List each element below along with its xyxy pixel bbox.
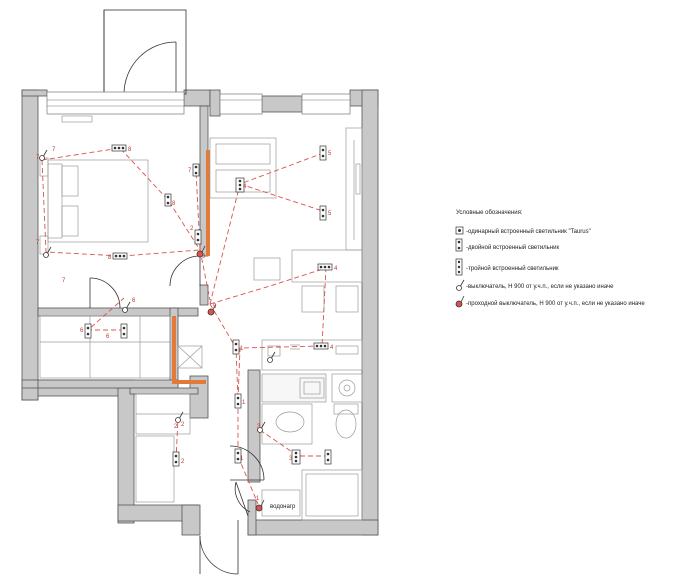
triple-light-icon [111, 144, 127, 152]
circuit-label: 6 [106, 334, 110, 340]
circuit-label: 1 [240, 346, 244, 352]
legend-item-triple: -тройной встроенный светильник [466, 265, 559, 272]
circuit-label: 7 [62, 278, 66, 284]
circuit-label: 7 [52, 147, 56, 153]
legend-title: Условные обозначения: [456, 210, 523, 216]
double-light-icon [164, 193, 172, 207]
switch-icon [175, 411, 184, 423]
balcony [103, 9, 187, 95]
triple-light-icon [455, 258, 463, 276]
circuit-label: 1 [256, 496, 260, 502]
circuit-label: 7 [36, 155, 40, 161]
circuit-label: 6 [132, 298, 136, 304]
circuit-label: 4 [243, 184, 247, 190]
legend-item-single: -одинарный встроенный светильник "Taurus… [466, 228, 591, 235]
double-light-icon [234, 393, 242, 409]
circuit-label: 3 [257, 424, 261, 430]
triple-light-icon [112, 252, 128, 260]
circuit-label: 2 [190, 226, 194, 232]
legend: Условные обозначения: -одинарный встроен… [455, 210, 645, 308]
circuit-label: 8 [172, 201, 176, 207]
switch-icon [43, 246, 52, 258]
circuit-label: 1 [242, 400, 246, 406]
pass-switch-icon [207, 303, 217, 316]
fixtures [84, 144, 333, 467]
circuit-label: 2 [181, 422, 185, 428]
pass-switch-icon [455, 295, 465, 308]
circuit-labels: 7 7 8 8 7 7 8 7 6 6 6 9 2 2 5 4 4 4 1 1 … [36, 147, 338, 510]
double-light-icon [324, 449, 332, 465]
pass-switch-icon [255, 499, 265, 512]
switch-icon [267, 351, 276, 363]
circuit-label: 2 [174, 424, 178, 430]
circuit-label: 5 [213, 304, 217, 310]
double-light-icon [232, 339, 240, 355]
circuit-label: 8 [128, 147, 132, 153]
double-light-icon [455, 238, 463, 252]
walls [21, 89, 379, 536]
furniture [39, 115, 363, 521]
single-light-icon [455, 226, 464, 235]
switch-icon [257, 421, 266, 433]
double-light-icon [172, 451, 180, 467]
double-light-icon [84, 323, 92, 339]
double-light-icon [192, 163, 200, 177]
circuit-label: 5 [328, 211, 332, 217]
windows [46, 91, 351, 115]
circuit-label: 6 [80, 328, 84, 334]
circuit-label: 4 [330, 345, 334, 351]
circuit-label: 8 [108, 255, 112, 261]
double-light-icon [319, 145, 327, 161]
legend-item-pass-switch: -проходной выключатель, Н 900 от у.ч.п.,… [466, 300, 645, 307]
circuit-label: 7 [188, 168, 192, 174]
doors [89, 255, 265, 575]
double-light-icon [120, 323, 128, 339]
pass-switch-icon [196, 245, 206, 258]
boiler-label: водонагр [270, 504, 296, 510]
switches [39, 149, 276, 512]
switch-icon [122, 301, 131, 313]
circuit-label: 2 [181, 459, 185, 465]
switch-icon [456, 279, 465, 291]
triple-light-icon [235, 177, 245, 193]
circuit-label: 7 [36, 240, 40, 246]
circuit-label: 9 [202, 254, 206, 260]
double-light-icon [234, 448, 242, 464]
double-light-icon [319, 205, 327, 221]
triple-light-icon [317, 263, 333, 271]
circuit-label: 5 [328, 151, 332, 157]
circuit-label: 4 [334, 266, 338, 272]
circuit-label: 3 [289, 456, 293, 462]
triple-light-icon [313, 342, 329, 350]
switch-icon [39, 149, 48, 161]
circuit-label: 1 [240, 456, 244, 462]
triple-light-icon [291, 449, 301, 465]
legend-item-double: -двойной встроенный светильник [466, 244, 559, 251]
legend-item-switch: -выключатель, Н 900 от у.ч.п., если не у… [466, 284, 614, 290]
double-light-icon [194, 229, 202, 245]
